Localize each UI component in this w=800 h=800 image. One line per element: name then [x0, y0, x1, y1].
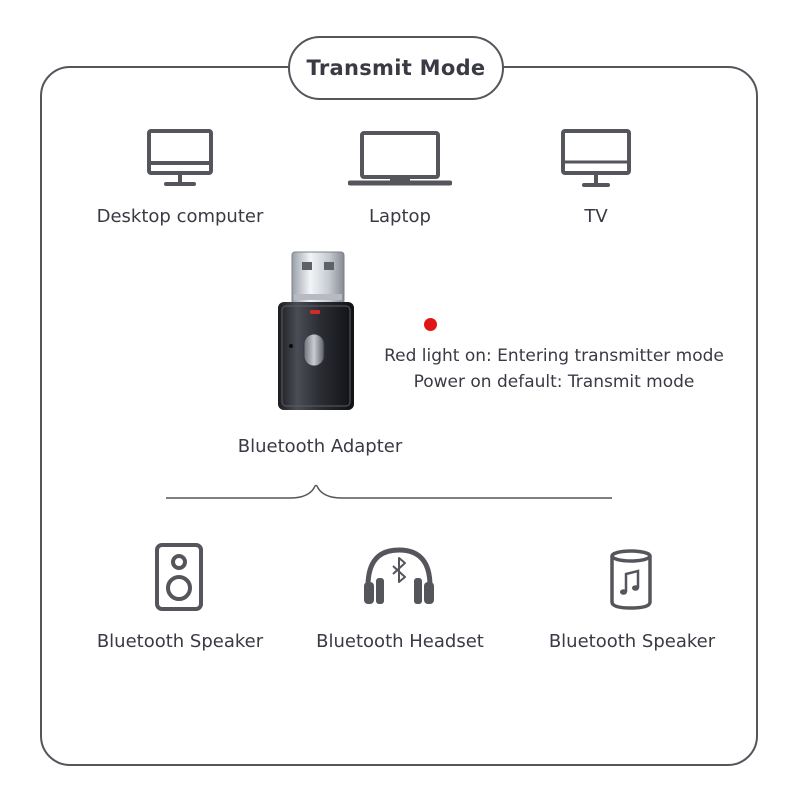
- desktop-computer-icon: [146, 128, 214, 188]
- target-label-headset: Bluetooth Headset: [316, 631, 484, 652]
- speaker-icon: [154, 542, 204, 612]
- tv-icon: [560, 128, 632, 190]
- target-label-speaker-2: Bluetooth Speaker: [548, 631, 716, 652]
- indicator-info-line2: Power on default: Transmit mode: [413, 372, 695, 392]
- source-label-desktop: Desktop computer: [96, 206, 264, 227]
- bluetooth-headset-icon: [360, 544, 438, 608]
- source-label-tv: TV: [584, 206, 608, 227]
- adapter-label: Bluetooth Adapter: [237, 436, 403, 457]
- bluetooth-adapter-image: [272, 250, 356, 416]
- source-label-laptop: Laptop: [369, 206, 431, 227]
- red-indicator-light: [424, 318, 437, 331]
- mode-title: Transmit Mode: [288, 36, 504, 100]
- target-label-speaker-1: Bluetooth Speaker: [96, 631, 264, 652]
- laptop-icon: [348, 130, 452, 188]
- brace-divider: [160, 480, 620, 504]
- cylinder-speaker-icon: [608, 548, 654, 612]
- indicator-info-line1: Red light on: Entering transmitter mode: [384, 346, 724, 366]
